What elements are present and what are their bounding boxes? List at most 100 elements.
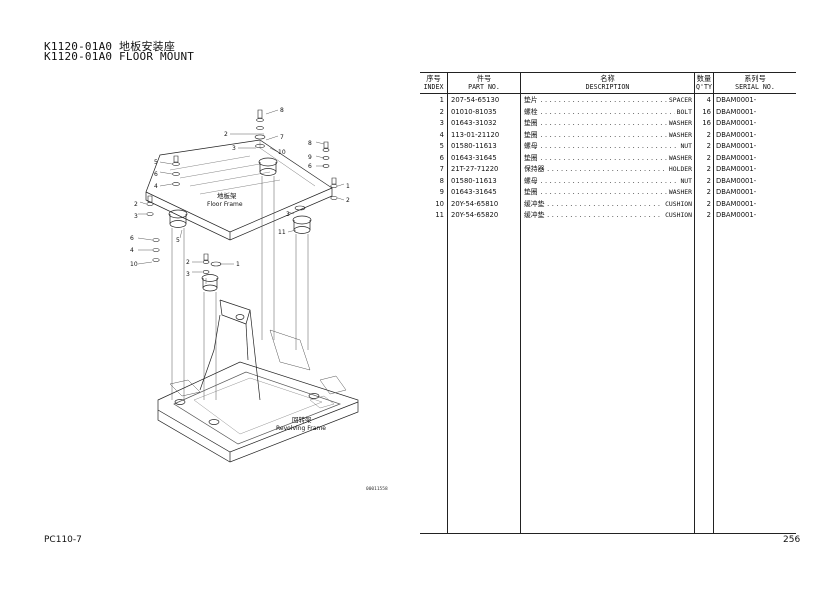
cell-index: 3 — [439, 119, 444, 127]
header-part-no: 件号 PART NO. — [448, 74, 520, 92]
cell-part-number: 20Y-54-65820 — [451, 211, 499, 219]
callout: 8 — [280, 107, 284, 114]
table-row: 7 21T-27-71220 保持器........................… — [420, 164, 796, 176]
description-zh: 垫圈 — [524, 130, 538, 139]
callout: 3 — [232, 145, 236, 152]
revolving-frame-label-en: Revolving Frame — [276, 425, 326, 432]
cell-quantity: 16 — [702, 119, 711, 127]
cell-quantity: 2 — [706, 130, 711, 139]
cell-description: 垫圈......................................… — [524, 187, 692, 199]
cell-part-number: 21T-27-71220 — [451, 165, 499, 173]
cell-index: 2 — [439, 107, 444, 116]
column-divider — [447, 72, 448, 534]
cell-index: 7 — [439, 165, 444, 173]
leader-dots: ........................................… — [539, 154, 667, 162]
cell-index: 9 — [439, 188, 444, 196]
cell-part-number: 113-01-21120 — [451, 130, 500, 139]
cell-serial-number: DBAM0001- — [716, 211, 757, 219]
callout: 6 — [308, 163, 312, 170]
cell-serial-number: DBAM0001- — [716, 130, 757, 139]
cell-index: 1 — [439, 96, 444, 104]
leader-dots: ........................................… — [539, 177, 679, 185]
cell-serial-number: DBAM0001- — [716, 188, 757, 196]
table-header-rule — [420, 93, 796, 94]
cell-part-number: 01580-11613 — [451, 142, 497, 150]
description-en: WASHER — [668, 130, 692, 139]
cell-quantity: 2 — [706, 165, 711, 173]
header-index: 序号 INDEX — [420, 74, 447, 92]
description-zh: 缓冲垫 — [524, 211, 545, 219]
header-qty-zh: 数量 — [696, 74, 712, 83]
page-title-zh: K1120-01A0 地板安装座 — [44, 40, 176, 53]
callout: 4 — [154, 183, 158, 190]
cell-description: 垫圈......................................… — [524, 118, 692, 130]
cell-description: 垫圈......................................… — [524, 130, 692, 142]
description-zh: 螺母 — [524, 142, 538, 150]
header-part-zh: 件号 — [476, 74, 492, 83]
cushion-mount-right — [292, 215, 312, 234]
cell-serial-number: DBAM0001- — [716, 96, 757, 104]
description-en: HOLDER — [668, 165, 692, 173]
leader-dots: ........................................… — [539, 97, 667, 104]
description-zh: 垫圈 — [524, 188, 538, 196]
description-en: SPACER — [668, 96, 692, 104]
cell-description: 缓冲垫.....................................… — [524, 210, 692, 222]
column-divider — [520, 72, 521, 534]
cell-serial-number: DBAM0001- — [716, 176, 757, 185]
footer-model: PC110-7 — [44, 535, 82, 545]
callout: 2 — [186, 259, 190, 266]
callout: 2 — [224, 131, 228, 138]
description-zh: 缓冲垫 — [524, 199, 545, 208]
callout: 2 — [346, 197, 350, 204]
table-top-rule — [420, 72, 796, 73]
cell-part-number: 20Y-54-65810 — [451, 199, 499, 208]
cell-index: 6 — [439, 153, 444, 162]
cell-quantity: 2 — [706, 153, 711, 162]
cell-quantity: 2 — [706, 176, 711, 185]
header-index-en: INDEX — [423, 83, 444, 91]
description-en: NUT — [680, 176, 692, 185]
leader-dots: ........................................… — [539, 120, 667, 127]
floor-frame-outline — [145, 139, 333, 241]
cell-description: 保持器.....................................… — [524, 164, 692, 176]
cell-serial-number: DBAM0001- — [716, 199, 757, 208]
page-number: 256 — [783, 535, 801, 545]
header-part-en: PART NO. — [468, 83, 500, 91]
cell-index: 8 — [439, 176, 444, 185]
cell-index: 5 — [439, 142, 444, 150]
revolving-frame-label-zh: 回转架 — [292, 415, 312, 424]
callout: 1 — [346, 183, 350, 190]
cushion-mount-upper — [258, 157, 278, 176]
cell-quantity: 2 — [706, 188, 711, 196]
cell-part-number: 01010-81035 — [451, 107, 497, 116]
exploded-parts-diagram: 8 2 7 3 10 8 9 6 5 6 4 2 3 1 2 3 11 5 6 … — [130, 107, 359, 463]
callout: 5 — [176, 237, 180, 244]
callout: 10 — [130, 261, 138, 268]
callout: 4 — [130, 247, 134, 254]
cell-index: 11 — [435, 211, 444, 219]
cell-serial-number: DBAM0001- — [716, 142, 757, 150]
description-en: NUT — [680, 142, 692, 150]
callout: 9 — [308, 154, 312, 161]
callout: 11 — [278, 229, 286, 236]
page-title-en: K1120-01A0 FLOOR MOUNT — [44, 50, 195, 63]
description-zh: 垫圈 — [524, 119, 538, 127]
description-zh: 垫片 — [524, 96, 538, 104]
cell-quantity: 4 — [706, 96, 711, 104]
cell-part-number: 01643-31645 — [451, 153, 497, 162]
cell-description: 螺栓......................................… — [524, 107, 692, 119]
description-zh: 保持器 — [524, 165, 545, 173]
header-desc-zh: 名称 — [600, 74, 615, 83]
cushion-mount-left — [168, 209, 188, 228]
cell-serial-number: DBAM0001- — [716, 107, 757, 116]
floor-frame-label-zh: 地板架 — [217, 191, 237, 200]
table-row: 11 20Y-54-65820 缓冲垫.......................… — [420, 210, 796, 222]
cell-index: 10 — [435, 199, 444, 208]
parts-list-table: 序号 INDEX 件号 PART NO. 名称 DESCRIPTION 数量 Q… — [420, 72, 796, 534]
description-en: WASHER — [668, 153, 692, 162]
